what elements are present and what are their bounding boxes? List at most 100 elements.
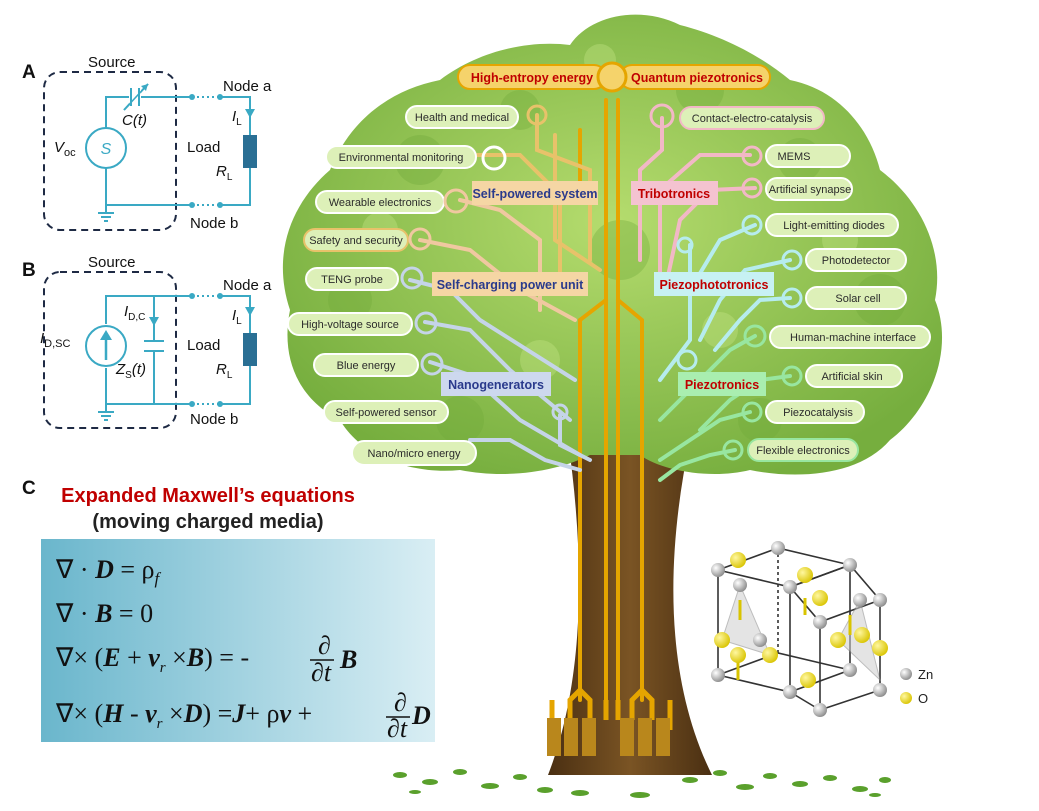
source-label-b: Source <box>88 254 136 271</box>
legend-o: O <box>918 691 928 706</box>
svg-text:∂t: ∂t <box>387 714 408 743</box>
svg-text:Self-powered sensor: Self-powered sensor <box>336 407 437 419</box>
top-label-left: High-entropy energy <box>471 71 593 85</box>
top-banner: High-entropy energy Quantum piezotronics <box>457 61 771 93</box>
svg-text:Piezocatalysis: Piezocatalysis <box>783 407 853 419</box>
svg-text:Artificial skin: Artificial skin <box>821 371 882 383</box>
equation-ampere: ∇× (H - vr ×D) =J+ ρv + <box>55 699 312 732</box>
source-symbol-a: S <box>101 141 112 158</box>
svg-text:ZS(t): ZS(t) <box>115 361 146 381</box>
equation-faraday: ∇× (E + vr ×B) = - <box>55 643 249 676</box>
equation-gauss-electric: ∇ · D = ρf <box>55 555 161 588</box>
category-piezotronics: Piezotronics <box>685 378 759 392</box>
idc-sub-b: D,C <box>128 312 145 323</box>
zn-atoms <box>711 541 887 717</box>
rl-sub-b: L <box>227 370 233 381</box>
zno-crystal-structure: Zn O <box>711 541 933 717</box>
leaf-left-8: Self-powered sensor <box>323 400 569 424</box>
svg-text:Human-machine interface: Human-machine interface <box>790 332 916 344</box>
maxwell-equations: ∇ · D = ρf ∇ · B = 0 ∇× (E + vr ×B) = - … <box>55 555 431 743</box>
svg-text:Voc: Voc <box>54 139 76 159</box>
svg-text:IL: IL <box>232 307 242 327</box>
leaf-right-3: Artificial synapse <box>741 177 853 201</box>
maxwell-title: Expanded Maxwell’s equations <box>61 485 355 507</box>
left-leaves: Health and medical Environmental monitor… <box>287 104 569 466</box>
source-label-a: Source <box>88 54 136 71</box>
svg-text:TENG probe: TENG probe <box>321 274 383 286</box>
panel-letter-b: B <box>22 260 36 281</box>
svg-text:MEMS: MEMS <box>778 151 811 163</box>
category-nanogenerators: Nanogenerators <box>448 378 544 392</box>
node-b-label-a: Node b <box>190 215 238 232</box>
leaf-left-2: Environmental monitoring <box>325 145 507 171</box>
svg-text:D: D <box>411 701 431 730</box>
leaf-right-7: Human-machine interface <box>743 324 931 349</box>
zs-suffix-b: (t) <box>132 361 146 378</box>
category-box-piezophototronics <box>654 272 774 296</box>
zs-label-b: Z <box>115 361 126 378</box>
rl-sub-a: L <box>227 172 233 183</box>
leaf-right-4: Light-emitting diodes <box>741 213 899 237</box>
leaf-left-1: Health and medical <box>405 104 548 129</box>
equations-box <box>41 539 435 742</box>
svg-text:ID,SC: ID,SC <box>40 330 71 350</box>
category-labels: Self-powered system Tribotronics Self-ch… <box>432 181 774 396</box>
category-self-charging: Self-charging power unit <box>437 278 584 292</box>
category-piezophototronics: Piezophototronics <box>659 278 768 292</box>
leaf-left-7: Blue energy <box>313 352 444 377</box>
leaf-right-8: Artificial skin <box>676 349 903 388</box>
leaf-right-2: MEMS <box>741 144 851 168</box>
equation-gauss-magnetic: ∇ · B = 0 <box>55 599 153 628</box>
voltage-source-icon-a <box>85 127 127 169</box>
leaf-left-6: High-voltage source <box>287 311 438 336</box>
svg-text:Photodetector: Photodetector <box>822 255 891 267</box>
circuit-a: A Source S <box>22 54 272 232</box>
svg-text:Nano/micro energy: Nano/micro energy <box>368 448 461 460</box>
svg-text:Blue energy: Blue energy <box>337 360 396 372</box>
node-b-label-b: Node b <box>190 411 238 428</box>
legend-zn: Zn <box>918 667 933 682</box>
leaf-left-4: Safety and security <box>303 227 432 252</box>
category-box-self-powered <box>472 181 598 205</box>
svg-text:Wearable electronics: Wearable electronics <box>329 197 432 209</box>
category-self-powered: Self-powered system <box>472 187 597 201</box>
circuit-b: B Source ID,SC ID,C Z <box>22 254 272 429</box>
load-resistor-icon-a <box>243 135 257 168</box>
leaf-right-1: Contact-electro-catalysis <box>649 103 825 130</box>
leaf-right-9: Piezocatalysis <box>741 400 865 424</box>
category-box-piezotronics <box>678 372 766 396</box>
voc-label-a: V <box>54 139 66 156</box>
node-a-label-b: Node a <box>223 277 272 294</box>
cap-label-a: C(t) <box>122 112 147 129</box>
idsc-sub-b: D,SC <box>44 338 70 350</box>
node-a-label-a: Node a <box>223 78 272 95</box>
svg-text:ID,C: ID,C <box>124 303 145 323</box>
svg-text:Light-emitting diodes: Light-emitting diodes <box>783 220 885 232</box>
svg-text:Safety and security: Safety and security <box>309 235 403 247</box>
current-arrow-icon-b-c <box>149 317 159 326</box>
il-label-b: I <box>232 307 236 324</box>
leaf-left-5: TENG probe <box>305 266 424 291</box>
rl-label-a: R <box>216 163 227 180</box>
idsc-label-b: I <box>40 330 44 347</box>
leaf-right-5: Photodetector <box>676 236 907 272</box>
svg-text:Environmental monitoring: Environmental monitoring <box>339 152 464 164</box>
tree-trunk <box>548 440 712 775</box>
svg-text:Flexible electronics: Flexible electronics <box>756 445 850 457</box>
leaf-left-9: Nano/micro energy <box>351 440 477 466</box>
category-box-self-charging <box>432 272 588 296</box>
current-arrow-icon-a <box>245 109 255 118</box>
voc-sub-a: oc <box>64 147 76 159</box>
leaf-right-10: Flexible electronics <box>722 438 859 462</box>
il-label-a: I <box>232 108 236 125</box>
svg-text:Artificial synapse: Artificial synapse <box>769 184 852 196</box>
zn-legend-marker <box>900 668 912 680</box>
svg-text:RL: RL <box>216 163 233 183</box>
panel-letter-a: A <box>22 62 36 83</box>
load-label-b: Load <box>187 337 220 354</box>
category-box-nanogenerators <box>441 372 551 396</box>
o-atoms <box>714 552 888 688</box>
source-box-a <box>43 71 177 231</box>
